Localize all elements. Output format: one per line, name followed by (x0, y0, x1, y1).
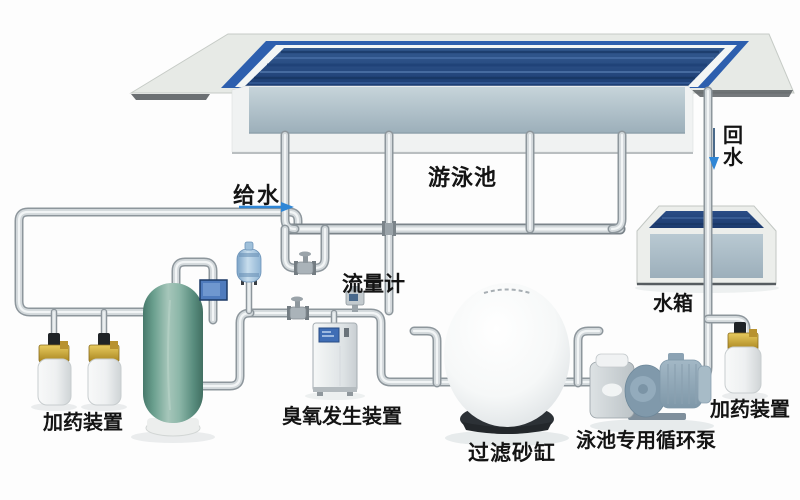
pool-label: 游泳池 (428, 165, 498, 190)
sand-filter-logo (483, 288, 531, 294)
supply-arrow (239, 202, 294, 212)
dosing-left-label: 加药装置 (43, 412, 123, 434)
circulation-pump (589, 353, 712, 420)
pool-inner-face (249, 87, 685, 133)
swimming-pool (129, 33, 795, 154)
green-tank (143, 283, 203, 437)
return-arrow (709, 128, 719, 170)
supply-label: 给水 (233, 183, 282, 208)
pool-water (245, 48, 725, 86)
deck-under-edge-left (131, 94, 210, 100)
sand-filter-inlet-stub (414, 331, 437, 383)
ozone-generator (312, 322, 358, 396)
manifold-flange-fitting (382, 221, 396, 236)
dosing-unit-1 (37, 333, 72, 406)
pump-label: 泳池专用循环泵 (576, 430, 716, 452)
flow-meter-label: 流量计 (342, 272, 405, 296)
filtration-line-valve (287, 296, 309, 320)
floor-shadows (31, 283, 779, 446)
dosing-unit-3 (724, 322, 762, 394)
pressure-vessel (236, 241, 262, 285)
dosing-unit-2 (87, 333, 122, 406)
controller-box (199, 279, 228, 301)
sand-filter-label: 过滤砂缸 (468, 441, 556, 465)
return-label: 回水 (723, 125, 743, 169)
dosing-right-label: 加药装置 (710, 399, 790, 421)
ozone-generator-label: 臭氧发生装置 (282, 406, 402, 428)
bypass-valve (294, 251, 316, 275)
balance-tank-label: 水箱 (653, 293, 693, 315)
sand-filter (444, 283, 570, 434)
deck-under-edge-right (692, 90, 793, 97)
green-tank-bottom-pipe (203, 313, 250, 386)
flow-meter-device (345, 286, 365, 312)
